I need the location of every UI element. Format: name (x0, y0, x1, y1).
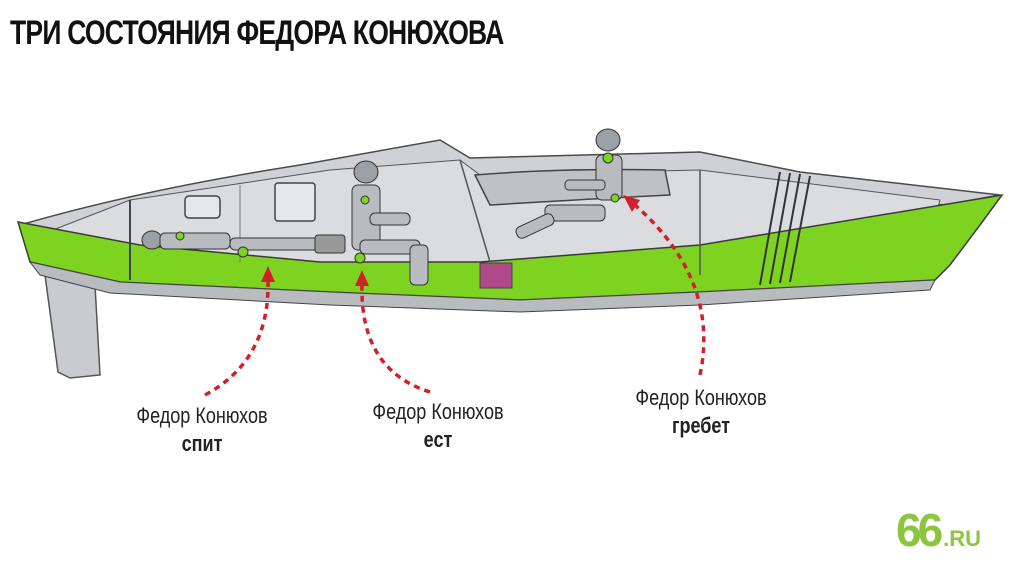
arrow-eating (360, 284, 431, 394)
caption-name: Федор Конюхов (136, 403, 268, 428)
caption-name: Федор Конюхов (635, 385, 767, 410)
caption-action: спит (181, 431, 223, 456)
caption-name: Федор Конюхов (372, 399, 504, 424)
caption-action: гребет (671, 413, 731, 438)
caption-rowing: Федор Конюхов гребет (627, 384, 775, 440)
figure-eating (351, 160, 429, 286)
arrow-rowing (633, 203, 706, 376)
logo-domain: .RU (943, 526, 982, 551)
window-2 (274, 182, 316, 222)
bow-ribs (759, 171, 811, 286)
caption-sleeping: Федор Конюхов спит (128, 402, 276, 458)
page-title: ТРИ СОСТОЯНИЯ ФЕДОРА КОНЮХОВА (10, 14, 504, 52)
arrowhead-sleeping (261, 266, 275, 282)
caption-action: ест (423, 427, 453, 452)
arrowhead-rowing (623, 195, 640, 212)
window-1 (184, 195, 221, 219)
rudder (44, 274, 101, 379)
site-logo[interactable]: 66 .RU (896, 503, 981, 557)
figure-rowing (515, 128, 623, 239)
storage-box (479, 262, 513, 289)
caption-eating: Федор Конюхов ест (364, 398, 512, 454)
logo-number: 66 (896, 504, 943, 556)
figure-sleeping (141, 230, 346, 258)
arrowhead-eating (355, 270, 369, 286)
hull-keel (28, 261, 936, 313)
arrow-sleeping (204, 279, 270, 397)
